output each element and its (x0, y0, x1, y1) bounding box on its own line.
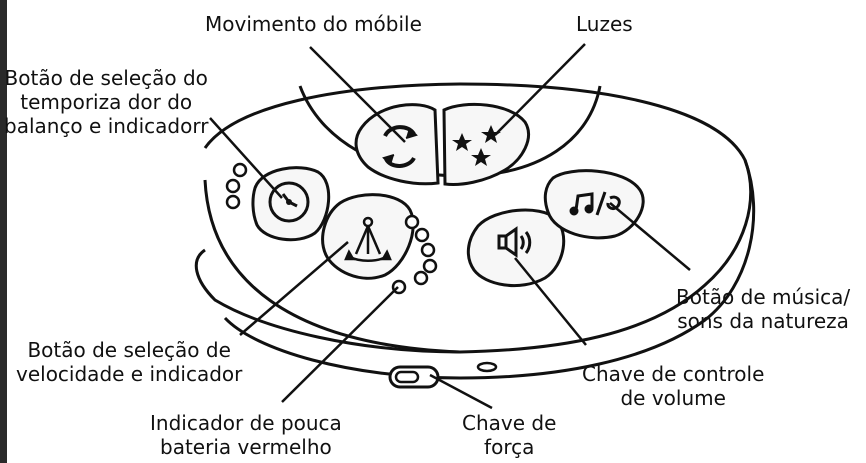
speaker-icon (497, 226, 532, 258)
left-edge-bar (0, 0, 7, 463)
music-nature-icon (569, 191, 621, 216)
power-switch[interactable] (388, 365, 440, 389)
label-lights: Luzes (576, 12, 633, 36)
rotate-arrows-icon (382, 125, 418, 168)
music-button[interactable] (543, 169, 645, 240)
label-speed-button: Botão de seleção de velocidade e indicad… (16, 338, 243, 386)
label-volume-switch: Chave de controle de volume (582, 362, 765, 410)
device-body (194, 82, 756, 380)
pendulum-icon (344, 216, 392, 262)
speed-indicator-lights (404, 214, 438, 286)
volume-button[interactable] (466, 208, 566, 288)
label-low-battery: Indicador de pouca bateria vermelho (150, 411, 342, 459)
label-swing-timer: Botão de seleção do temporiza dor do bal… (4, 66, 209, 138)
speed-button[interactable] (321, 193, 415, 280)
device-hole (476, 361, 498, 373)
leader-lines (209, 43, 691, 410)
label-mobile-movement: Movimento do móbile (205, 12, 422, 36)
label-music-button: Botão de música/ sons da natureza (676, 285, 851, 333)
lights-button[interactable] (442, 102, 530, 186)
clock-icon (268, 181, 310, 223)
stars-icon (452, 125, 501, 166)
movement-button[interactable] (354, 103, 440, 186)
label-power-switch: Chave de força (462, 411, 557, 459)
timer-indicator-lights (225, 162, 248, 210)
